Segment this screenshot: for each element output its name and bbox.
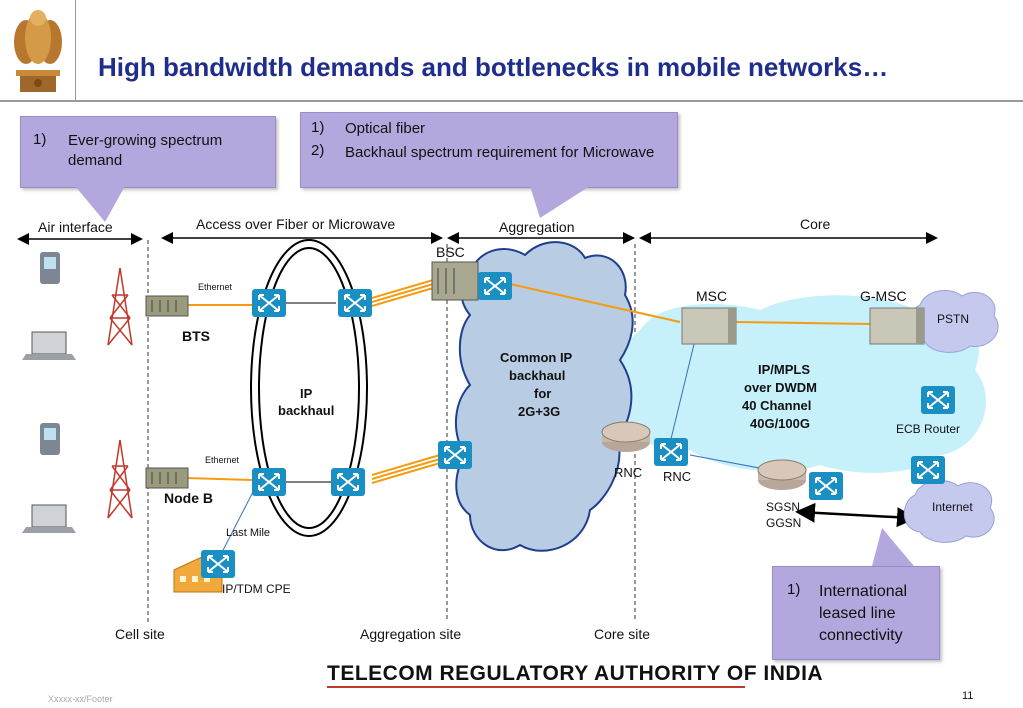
callout-international-pointer bbox=[868, 528, 918, 573]
laptop-icon-bottom bbox=[22, 504, 76, 533]
rnc-label-2: RNC bbox=[663, 469, 692, 484]
last-mile-label: Last Mile bbox=[226, 527, 271, 539]
mpls-label-3: 40 Channel bbox=[742, 398, 812, 413]
msc-server bbox=[681, 307, 737, 345]
page-number: 11 bbox=[962, 690, 974, 702]
switch-icon-ecb bbox=[921, 386, 955, 414]
common-ip-label-2: backhaul bbox=[509, 368, 566, 383]
callout-spectrum-text: Ever-growing spectrum demand bbox=[68, 132, 223, 169]
laptop-icon-top bbox=[22, 331, 76, 360]
switch-icon-access-top-left bbox=[252, 289, 286, 317]
internet-link-arrow bbox=[795, 502, 917, 528]
callout-spectrum-pointer bbox=[75, 186, 135, 231]
switch-icon-sgsn bbox=[809, 472, 843, 500]
bts-label: BTS bbox=[182, 328, 210, 344]
ggsn-label: GGSN bbox=[766, 516, 802, 530]
mpls-label-1: IP/MPLS bbox=[758, 362, 811, 377]
switch-icon-aggregation-bottom bbox=[438, 441, 472, 469]
bsc-unit bbox=[431, 261, 479, 301]
switch-icon-internet-edge bbox=[911, 456, 945, 484]
rnc-sgsn-link bbox=[689, 454, 771, 471]
common-ip-label-1: Common IP bbox=[500, 350, 573, 365]
cpe-label: IP/TDM CPE bbox=[222, 582, 291, 596]
footer-underline bbox=[327, 686, 745, 688]
common-ip-label-3: for bbox=[534, 386, 552, 401]
tower-icon-top bbox=[107, 267, 133, 346]
callout-fiber: 1) Optical fiber 2) Backhaul spectrum re… bbox=[300, 112, 678, 188]
msc-label: MSC bbox=[696, 288, 728, 304]
switch-icon-rnc bbox=[654, 438, 688, 466]
callout-fiber-num-1: 1) bbox=[311, 119, 325, 136]
emblem-icon bbox=[6, 4, 70, 96]
callout-fiber-text-2: Backhaul spectrum requirement for Microw… bbox=[345, 144, 655, 161]
bsc-label: BSC bbox=[436, 244, 465, 260]
segment-core-label: Core bbox=[800, 216, 831, 232]
callout-international-text: International leased line connectivity bbox=[819, 583, 908, 644]
ip-backhaul-label-2: backhaul bbox=[278, 403, 335, 418]
segment-access-label: Access over Fiber or Microwave bbox=[196, 216, 396, 232]
fiber-links bbox=[185, 277, 871, 484]
callout-international-num: 1) bbox=[787, 581, 801, 598]
ip-backhaul-ring bbox=[250, 239, 368, 537]
rnc-label-1: RNC bbox=[614, 465, 643, 480]
nodeb-label: Node B bbox=[164, 490, 213, 506]
mpls-label-4: 40G/100G bbox=[750, 416, 810, 431]
internet-cloud bbox=[903, 480, 995, 543]
pstn-label: PSTN bbox=[937, 312, 970, 326]
callout-fiber-pointer bbox=[530, 186, 600, 227]
gmsc-server bbox=[869, 307, 925, 345]
switch-icon-cpe bbox=[201, 550, 235, 578]
switch-icon-access-bottom-right bbox=[331, 468, 365, 496]
phone-icon-bottom bbox=[40, 423, 60, 455]
sgsn-label: SGSN bbox=[766, 500, 801, 514]
callout-international: 1) International leased line connectivit… bbox=[772, 566, 940, 660]
switch-icon-bsc bbox=[478, 272, 512, 300]
mpls-label-2: over DWDM bbox=[744, 380, 817, 395]
tower-icon-bottom bbox=[107, 439, 133, 519]
ip-backhaul-label-1: IP bbox=[300, 386, 313, 401]
site-aggregation-label: Aggregation site bbox=[360, 626, 462, 642]
rnc-router-round bbox=[601, 421, 651, 452]
callout-fiber-text-1: Optical fiber bbox=[345, 120, 426, 137]
segment-aggregation-label: Aggregation bbox=[499, 219, 575, 235]
site-core-label: Core site bbox=[594, 626, 651, 642]
switch-icon-access-bottom-left bbox=[252, 468, 286, 496]
nodeb-unit bbox=[145, 467, 189, 489]
site-cell-label: Cell site bbox=[115, 626, 165, 642]
gmsc-label: G-MSC bbox=[860, 288, 907, 304]
callout-fiber-num-2: 2) bbox=[311, 142, 325, 159]
ethernet-label-top: Ethernet bbox=[198, 282, 233, 292]
footer-text: Xxxxx-xx/Footer bbox=[48, 694, 113, 704]
last-mile-link bbox=[217, 487, 256, 561]
aggregation-cloud bbox=[454, 241, 634, 552]
switch-icon-access-top-right bbox=[338, 289, 372, 317]
ethernet-label-bottom: Ethernet bbox=[205, 455, 240, 465]
page-title: High bandwidth demands and bottlenecks i… bbox=[98, 52, 889, 82]
bts-unit bbox=[145, 295, 189, 317]
internet-label: Internet bbox=[932, 500, 973, 514]
sgsn-router-round bbox=[757, 459, 807, 490]
footer-org-name: TELECOM REGULATORY AUTHORITY OF INDIA bbox=[327, 662, 824, 685]
callout-spectrum: 1) Ever-growing spectrum demand bbox=[20, 116, 276, 188]
segment-air-label: Air interface bbox=[38, 219, 113, 235]
header-divider bbox=[0, 100, 1023, 102]
header-divider-vertical bbox=[75, 0, 76, 100]
phone-icon-top bbox=[40, 252, 60, 284]
ecb-router-label: ECB Router bbox=[896, 422, 961, 436]
callout-spectrum-num: 1) bbox=[33, 131, 47, 148]
rnc-msc-link bbox=[669, 335, 697, 444]
common-ip-label-4: 2G+3G bbox=[518, 404, 561, 419]
